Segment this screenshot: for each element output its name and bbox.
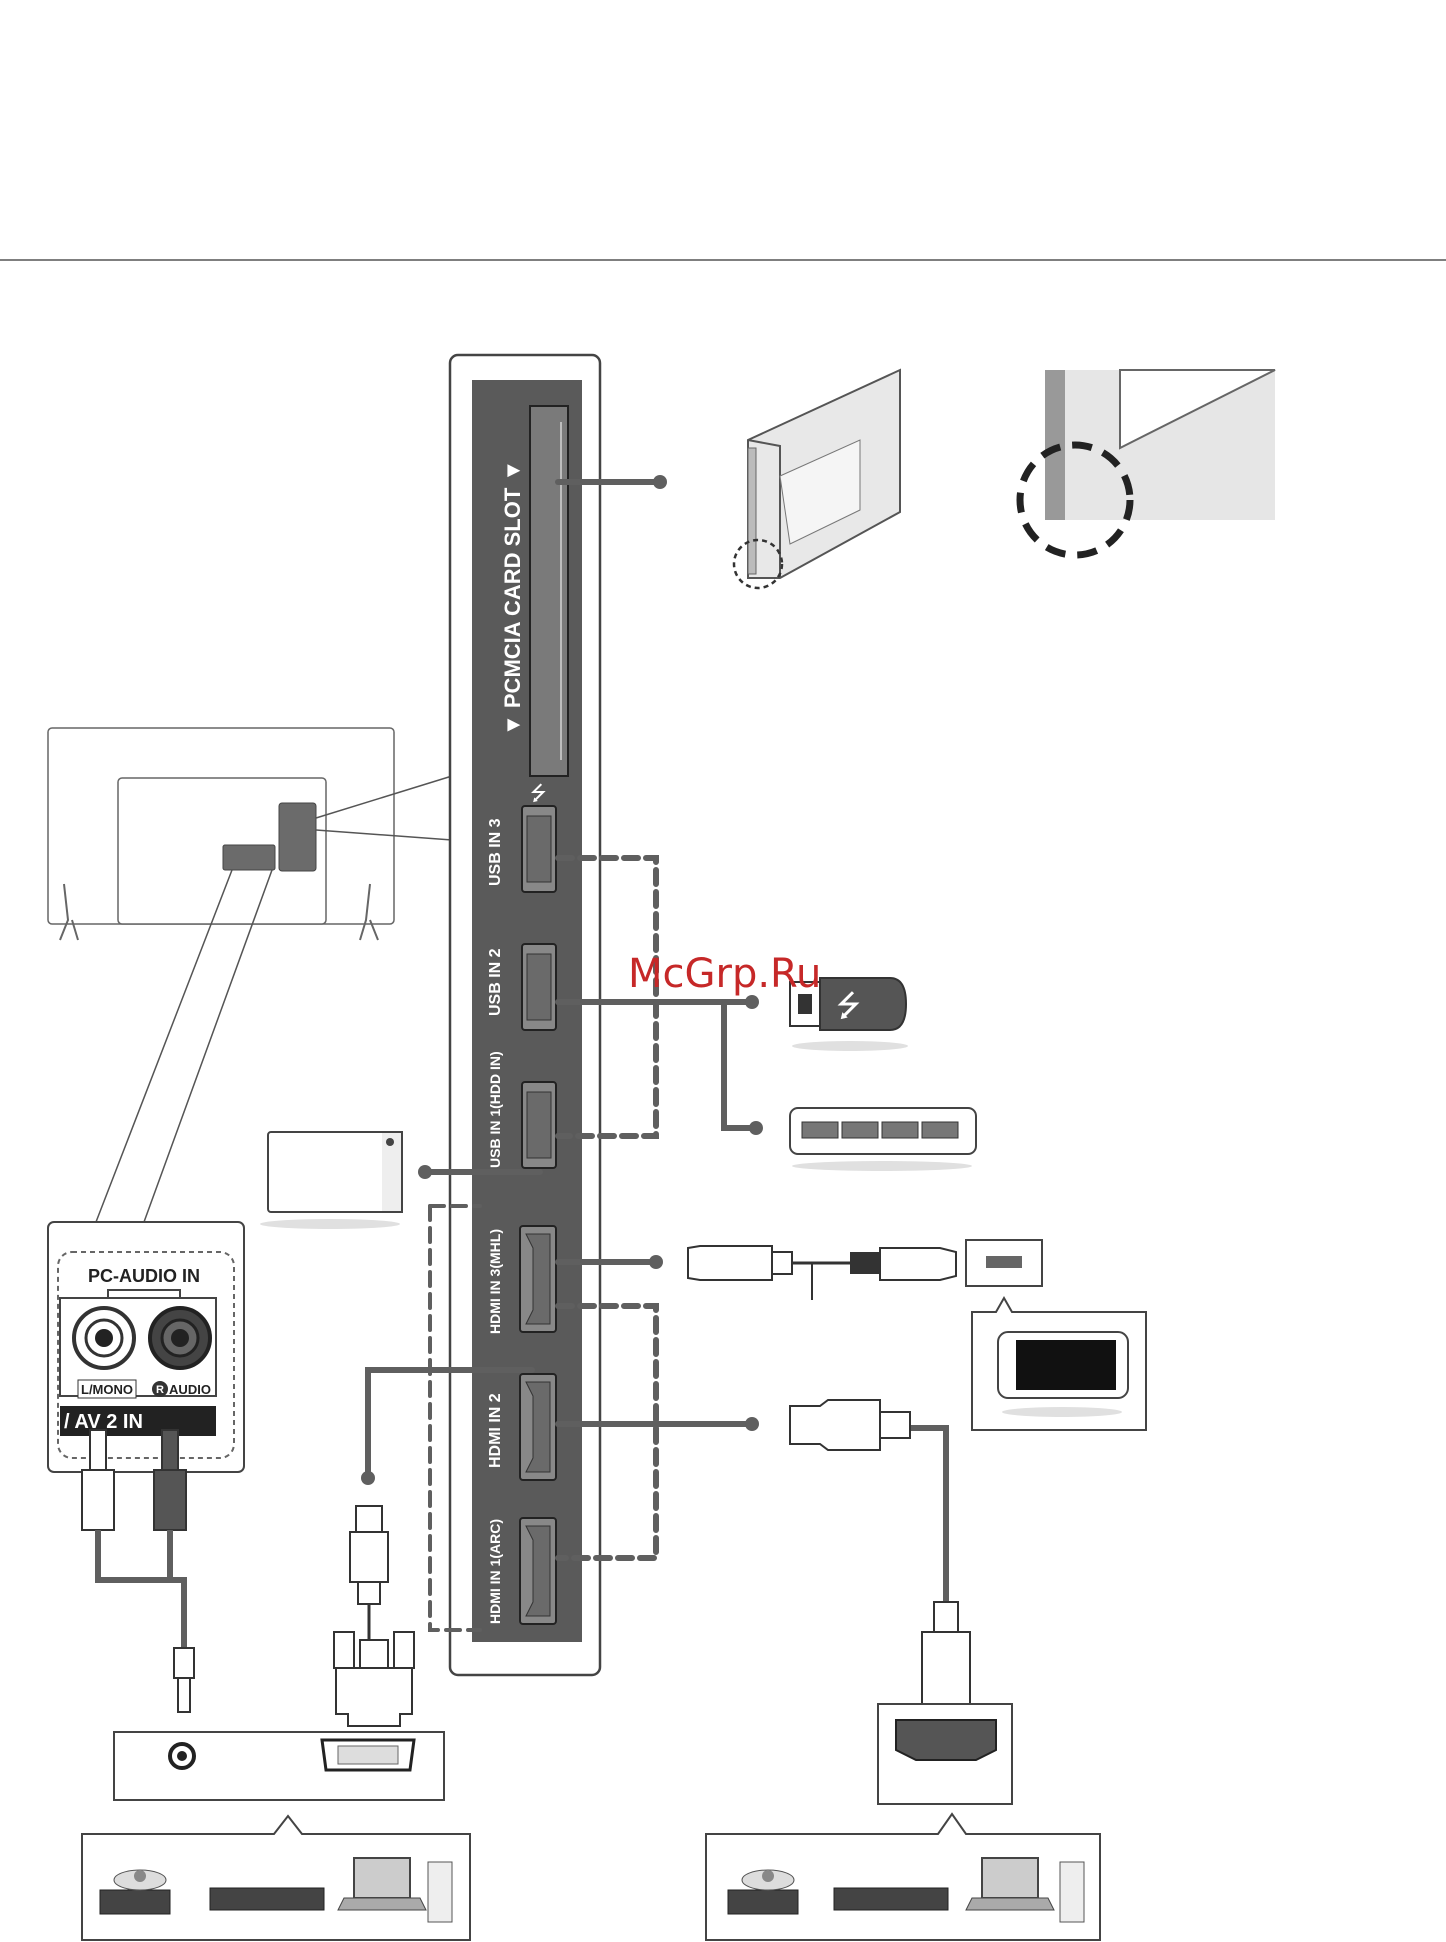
watermark: McGrp.Ru: [628, 951, 821, 997]
device-group-left: [82, 1816, 470, 1940]
ci-slot-detail: [1020, 370, 1275, 555]
usb-hub: [790, 1108, 976, 1171]
usb-icon: ⭍: [530, 783, 547, 805]
svg-text:⭍: ⭍: [836, 990, 861, 1023]
r-audio-label: AUDIO: [169, 1382, 211, 1397]
device-group-right: [706, 1814, 1100, 1940]
hdmi-port-1[interactable]: [520, 1518, 556, 1624]
r-badge: R: [156, 1384, 164, 1396]
set-top-box-icon: [210, 1888, 324, 1910]
mobile-phone: [972, 1298, 1146, 1430]
r-audio-jack[interactable]: [150, 1308, 210, 1368]
hdmi-port-3[interactable]: [520, 1226, 556, 1332]
desktop-tower-icon-2: [1060, 1862, 1084, 1922]
tv-input-panel: ▼ PCMCIA CARD SLOT ▼ USB IN 3 ⭍ USB IN 2…: [450, 355, 600, 1675]
ci-card-illustration: [734, 370, 900, 588]
hdmi-port-1-label: HDMI IN 1(ARC): [487, 1519, 503, 1624]
usb-port-3-label: USB IN 3: [487, 818, 504, 886]
usb-port-1[interactable]: [522, 1082, 556, 1168]
hdmi-port-3-label: HDMI IN 3(MHL): [487, 1229, 503, 1334]
pc-source-port-box: [114, 1732, 444, 1800]
hdmi-port-2-label: HDMI IN 2: [487, 1393, 504, 1468]
pcmcia-slot-label: ▼ PCMCIA CARD SLOT ▼: [500, 460, 525, 736]
hdmi-port-2[interactable]: [520, 1374, 556, 1480]
pc-audio-panel: PC-AUDIO IN L/MONO R AUDIO / AV 2 IN: [48, 1222, 244, 1472]
pc-audio-title: PC-AUDIO IN: [88, 1266, 200, 1286]
external-hdd: [260, 1132, 402, 1229]
l-mono-jack[interactable]: [74, 1308, 134, 1368]
usb-port-2-label: USB IN 2: [487, 948, 504, 1016]
hdmi-device-port-box: [878, 1704, 1012, 1804]
desktop-tower-icon: [428, 1862, 452, 1922]
l-mono-label: L/MONO: [81, 1382, 133, 1397]
usb-port-1-label: USB IN 1(HDD IN): [487, 1051, 503, 1168]
pcmcia-slot[interactable]: [530, 406, 568, 776]
usb-port-3[interactable]: [522, 806, 556, 892]
set-top-box-icon-2: [834, 1888, 948, 1910]
mhl-cable: [688, 1240, 1042, 1300]
hdmi-to-dvi-cable: [334, 1506, 414, 1726]
usb-port-2[interactable]: [522, 944, 556, 1030]
